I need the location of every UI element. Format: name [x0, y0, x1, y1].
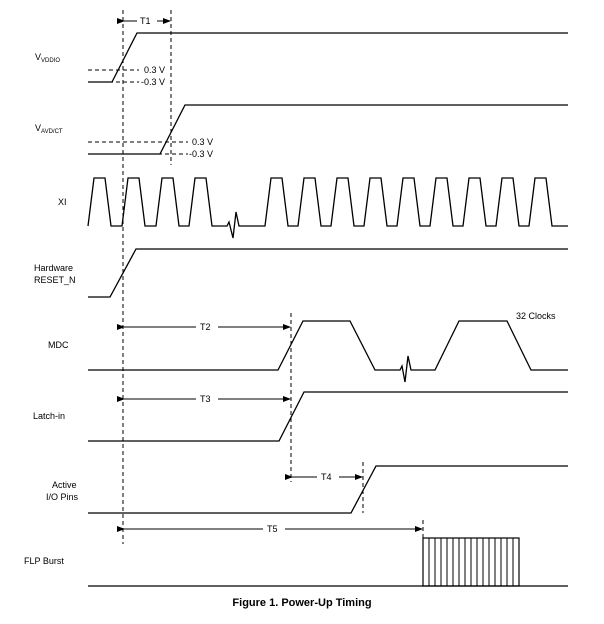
signal-label-reset-line1: Hardware: [34, 263, 73, 273]
vvddio-threshold-neg: -0.3 V: [141, 77, 165, 87]
waveform-flp-burst: [88, 537, 568, 587]
signal-label-active-line2: I/O Pins: [46, 492, 79, 502]
timing-arrow-t2: [117, 321, 291, 333]
signal-label-latch: Latch-in: [33, 411, 65, 421]
timing-arrow-t3: [117, 393, 291, 405]
figure-caption: Figure 1. Power-Up Timing: [232, 597, 371, 609]
reference-lines: [122, 10, 424, 544]
timing-arrow-t4: [285, 471, 363, 483]
vavdct-threshold-pos: 0.3 V: [192, 137, 213, 147]
waveform-xi: [87, 177, 568, 239]
timing-label-t5: T5: [267, 524, 278, 534]
timing-label-t1: T1: [140, 16, 151, 26]
timing-label-t4: T4: [321, 472, 332, 482]
timing-label-t2: T2: [200, 322, 211, 332]
vavdct-threshold-neg: -0.3 V: [189, 149, 213, 159]
waveform-vvddio: [88, 32, 568, 83]
signal-label-mdc: MDC: [48, 340, 69, 350]
signal-label-vvddio: VVDDIO: [35, 52, 60, 64]
waveform-vavdct: [88, 104, 568, 155]
vvddio-threshold-pos: 0.3 V: [144, 65, 165, 75]
waveform-active-io: [88, 465, 568, 514]
signal-label-reset-line2: RESET_N: [34, 275, 76, 285]
waveform-latch-in: [88, 391, 568, 442]
timing-arrow-t5: [117, 523, 423, 535]
annotation-32-clocks: 32 Clocks: [516, 311, 556, 321]
signal-label-vavdct: VAVD/CT: [35, 123, 63, 135]
waveform-mdc: [88, 320, 568, 383]
timing-arrow-t1: [117, 15, 171, 27]
signal-label-active-line1: Active: [52, 480, 77, 490]
signal-label-xi: XI: [58, 197, 67, 207]
signal-label-flp: FLP Burst: [24, 556, 64, 566]
waveform-reset: [88, 248, 568, 298]
timing-label-t3: T3: [200, 394, 211, 404]
